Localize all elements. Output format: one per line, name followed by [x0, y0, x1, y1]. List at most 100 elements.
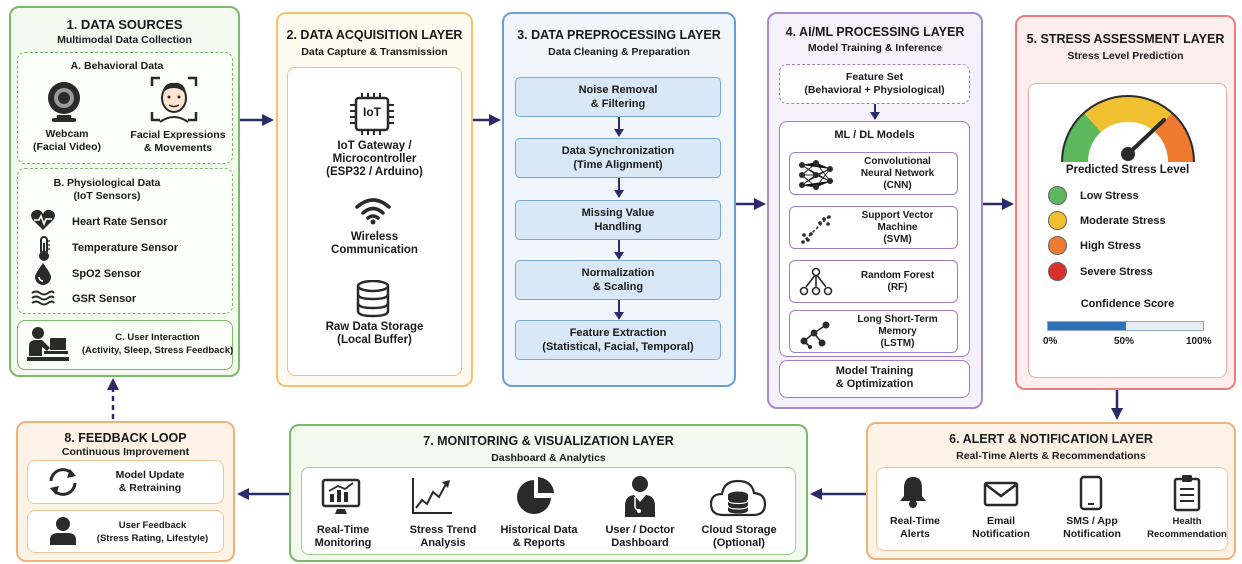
- stress-level-dot: [1048, 211, 1067, 230]
- monitoring-subtitle: Dashboard & Analytics: [491, 452, 606, 464]
- refresh-icon: [46, 466, 80, 498]
- feedback-subtitle: Continuous Improvement: [61, 446, 190, 458]
- stress-level-label: Severe Stress: [1080, 266, 1153, 278]
- alerts-subtitle: Real-Time Alerts & Recommendations: [956, 450, 1146, 462]
- sensor-label: GSR Sensor: [72, 293, 137, 305]
- gateway-label: IoT Gateway / Microcontroller (ESP32 / A…: [326, 140, 423, 178]
- preprocessing-step: Feature Extraction (Statistical, Facial,…: [515, 320, 721, 360]
- monitoring-item-label: User / Doctor Dashboard: [605, 524, 675, 549]
- face-icon: [148, 74, 200, 124]
- thermometer-icon: [36, 236, 52, 262]
- confidence-bar: [1047, 321, 1204, 331]
- neural-network-icon: [799, 160, 833, 190]
- model-label: Random Forest (RF): [860, 269, 935, 293]
- pie-chart-icon: [516, 476, 556, 516]
- confidence-tick: 50%: [1114, 336, 1135, 347]
- webcam-icon: [44, 80, 84, 124]
- preprocessing-step: Data Synchronization (Time Alignment): [515, 138, 721, 178]
- facial-expressions-label: Facial Expressions & Movements: [130, 129, 226, 154]
- acquisition-title: 2. DATA ACQUISITION LAYER: [286, 28, 463, 42]
- acquisition-subtitle: Data Capture & Transmission: [301, 46, 448, 58]
- feature-arrow: [870, 104, 880, 120]
- preprocessing-step: Normalization & Scaling: [515, 260, 721, 300]
- user-laptop-icon: [26, 326, 70, 364]
- email-icon: [983, 481, 1019, 507]
- preprocessing-title: 3. DATA PREPROCESSING LAYER: [517, 28, 721, 42]
- sensor-label: SpO2 Sensor: [72, 268, 142, 280]
- training-box: [779, 360, 970, 398]
- alert-item-label: Health Recommendation: [1147, 516, 1227, 540]
- step-arrow: [614, 178, 624, 198]
- monitoring-item-label: Cloud Storage (Optional): [701, 524, 777, 549]
- flow-arrow-2-3: [473, 114, 501, 126]
- monitor-chart-icon: [321, 478, 361, 516]
- clipboard-icon: [1172, 474, 1202, 512]
- storage-label: Raw Data Storage (Local Buffer): [325, 321, 424, 346]
- database-icon: [355, 280, 391, 318]
- user-icon: [49, 516, 77, 546]
- user-interaction-label: C. User Interaction (Activity, Sleep, St…: [81, 332, 234, 356]
- feedback-dashed-arrow: [107, 378, 119, 421]
- model-update-box: [27, 460, 224, 504]
- preprocessing-step: Missing Value Handling: [515, 200, 721, 240]
- stress-level-dot: [1048, 262, 1067, 281]
- step-arrow: [614, 240, 624, 260]
- model-lstm: Long Short-Term Memory (LSTM): [789, 310, 958, 353]
- alert-item-label: SMS / App Notification: [1063, 515, 1121, 540]
- step-arrow: [614, 300, 624, 320]
- alerts-title: 6. ALERT & NOTIFICATION LAYER: [949, 432, 1153, 446]
- tree-icon: [799, 267, 833, 296]
- training-label: Model Training & Optimization: [835, 365, 914, 390]
- model-label: Convolutional Neural Network (CNN): [860, 155, 935, 191]
- model-label: Long Short-Term Memory (LSTM): [857, 313, 938, 349]
- stress-title: 5. STRESS ASSESSMENT LAYER: [1026, 32, 1225, 46]
- data-sources-subtitle: Multimodal Data Collection: [57, 34, 192, 46]
- wireless-label: Wireless Communication: [331, 231, 418, 256]
- flow-arrow-3-4: [736, 198, 766, 210]
- drop-icon: [33, 262, 53, 286]
- models-title: ML / DL Models: [834, 129, 915, 141]
- data-sources-title: 1. DATA SOURCES: [66, 17, 183, 32]
- feature-set-label: Feature Set (Behavioral + Physiological): [804, 71, 945, 96]
- alert-item-label: Real-Time Alerts: [890, 515, 940, 540]
- stress-level-label: Low Stress: [1080, 190, 1139, 202]
- iot-chip-text: IoT: [363, 105, 381, 119]
- confidence-tick: 0%: [1043, 336, 1058, 347]
- scatter-plot-icon: [801, 214, 831, 244]
- bell-icon: [897, 475, 929, 509]
- monitoring-item-label: Stress Trend Analysis: [409, 524, 477, 549]
- feedback-title: 8. FEEDBACK LOOP: [64, 431, 187, 445]
- monitoring-title: 7. MONITORING & VISUALIZATION LAYER: [423, 434, 674, 448]
- confidence-tick: 100%: [1186, 336, 1212, 347]
- aiml-title: 4. AI/ML PROCESSING LAYER: [785, 25, 965, 39]
- user-feedback-box: [27, 510, 224, 553]
- flow-arrow-1-2: [240, 114, 274, 126]
- sensor-label: Temperature Sensor: [72, 242, 179, 254]
- stress-subtitle: Stress Level Prediction: [1067, 50, 1184, 62]
- behavioral-data-box: [17, 52, 233, 164]
- monitoring-item-label: Historical Data & Reports: [500, 524, 578, 549]
- iot-chip-icon: [346, 92, 398, 136]
- predicted-level-label: Predicted Stress Level: [1065, 164, 1190, 176]
- preprocessing-step: Noise Removal & Filtering: [515, 77, 721, 117]
- gauge-icon: [1056, 92, 1200, 164]
- flow-arrow-7-8: [237, 488, 289, 500]
- model-svm: Support Vector Machine (SVM): [789, 206, 958, 249]
- smartphone-icon: [1079, 475, 1103, 511]
- monitoring-item-label: Real-Time Monitoring: [314, 524, 372, 549]
- model-label: Support Vector Machine (SVM): [861, 209, 934, 245]
- cloud-database-icon: [709, 477, 767, 519]
- confidence-title: Confidence Score: [1080, 298, 1175, 310]
- model-update-label: Model Update & Retraining: [115, 469, 185, 494]
- model-rf: Random Forest (RF): [789, 260, 958, 303]
- alert-item-label: Email Notification: [972, 515, 1030, 540]
- preprocessing-subtitle: Data Cleaning & Preparation: [548, 46, 690, 58]
- doctor-icon: [622, 474, 658, 518]
- physiological-data-title: B. Physiological Data (IoT Sensors): [53, 177, 161, 202]
- behavioral-data-title: A. Behavioral Data: [70, 60, 164, 72]
- stress-level-label: Moderate Stress: [1080, 215, 1166, 227]
- network-nodes-icon: [800, 321, 830, 349]
- wifi-icon: [355, 197, 391, 225]
- flow-arrow-4-5: [983, 198, 1014, 210]
- alerts-inner-box: [876, 467, 1228, 551]
